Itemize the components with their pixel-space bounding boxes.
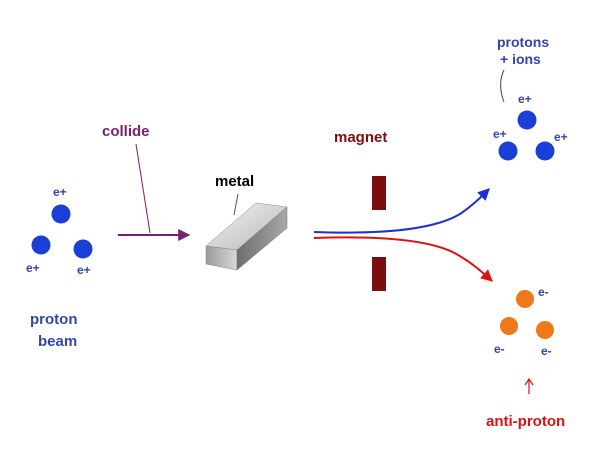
antiproton-particle xyxy=(536,321,554,339)
metal-label: metal xyxy=(215,173,254,190)
proton-particle xyxy=(535,141,555,161)
charge-label: e- xyxy=(494,342,505,356)
collide-pointer-line xyxy=(135,143,151,234)
proton-beam-group: e+ e+ e+ proton beam xyxy=(26,185,93,350)
metal-pointer-line xyxy=(233,193,239,216)
proton-beam-label: beam xyxy=(38,333,77,350)
antiproton-group: e- e- e- anti-proton xyxy=(486,285,565,430)
collide-label: collide xyxy=(102,123,150,140)
proton-particle xyxy=(51,204,71,224)
proton-particle xyxy=(517,110,537,130)
charge-label: e+ xyxy=(493,127,507,141)
charge-label: e- xyxy=(538,285,549,299)
proton-particle xyxy=(73,239,93,259)
charge-label: e- xyxy=(541,344,552,358)
charge-label: e+ xyxy=(26,261,40,275)
metal-target: metal xyxy=(205,173,288,271)
proton-particle xyxy=(31,235,51,255)
charge-label: e+ xyxy=(77,263,91,277)
metal-front-face xyxy=(205,245,238,271)
collide-group: collide xyxy=(102,123,191,241)
protons-ions-label: + ions xyxy=(500,51,541,67)
antiproton-label: anti-proton xyxy=(486,413,565,430)
charge-label: e+ xyxy=(53,185,67,199)
charge-label: e+ xyxy=(518,92,532,106)
antiproton-particle xyxy=(500,317,518,335)
proton-particle xyxy=(498,141,518,161)
magnet-label: magnet xyxy=(334,129,387,146)
proton-deflection-path xyxy=(313,188,490,234)
protons-ions-pointer-line xyxy=(500,69,505,103)
protons-ions-group: protons + ions e+ e+ e+ xyxy=(493,34,568,161)
charge-label: e+ xyxy=(554,130,568,144)
magnet-group: magnet xyxy=(334,129,387,291)
proton-beam-label: proton xyxy=(30,311,77,328)
antiproton-pointer-arrowhead xyxy=(524,377,534,386)
antiproton-particle xyxy=(516,290,534,308)
protons-ions-label: protons xyxy=(497,34,549,50)
metal-side-face xyxy=(236,206,288,271)
magnet-pole-bottom xyxy=(372,257,386,291)
antiproton-deflection-path xyxy=(313,236,493,282)
magnet-pole-top xyxy=(372,176,386,210)
